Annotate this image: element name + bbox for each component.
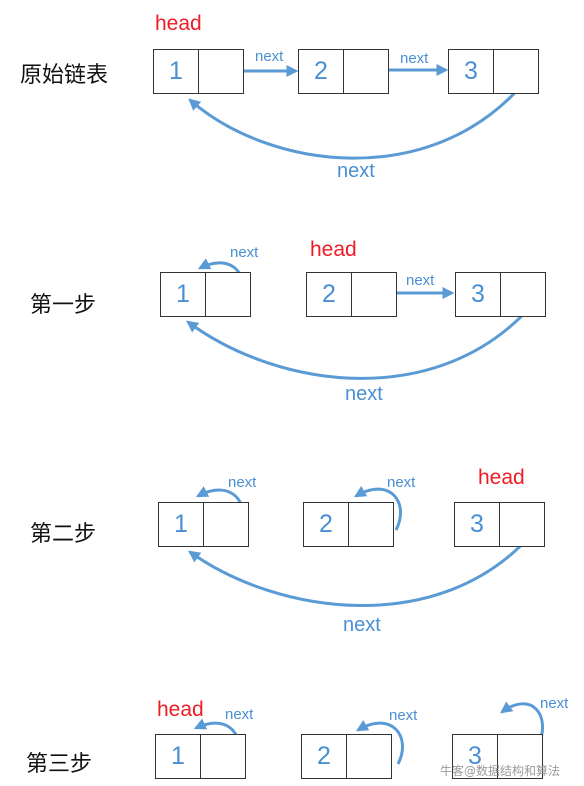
next-label-self-1: next (228, 474, 257, 491)
node-pointer (199, 50, 243, 93)
node-value: 1 (161, 273, 206, 316)
list-node-1: 1 (153, 49, 244, 94)
next-label-self-1: next (230, 244, 259, 261)
node-pointer (349, 503, 393, 546)
stage-label-step3: 第三步 (26, 752, 93, 777)
next-label-3-1: next (343, 614, 381, 636)
node-pointer (206, 273, 250, 316)
list-node-2: 2 (298, 49, 389, 94)
next-label-2-3: next (406, 272, 435, 289)
node-pointer (501, 273, 545, 316)
node-value: 3 (456, 273, 501, 316)
node-pointer (204, 503, 248, 546)
node-pointer (344, 50, 388, 93)
node-value: 3 (455, 503, 500, 546)
node-pointer (494, 50, 538, 93)
node-pointer (352, 273, 396, 316)
list-node-1: 1 (160, 272, 251, 317)
self-arrow-2 (353, 485, 402, 531)
list-node-3: 3 (454, 502, 545, 547)
node-value: 2 (299, 50, 344, 93)
list-node-3: 3 (448, 49, 539, 94)
next-label-self-3: next (540, 695, 569, 712)
next-label-3-1: next (337, 160, 375, 182)
arrow-3-to-1 (188, 84, 524, 160)
node-value: 3 (449, 50, 494, 93)
node-pointer (201, 735, 245, 778)
node-value: 1 (159, 503, 204, 546)
list-node-3: 3 (452, 734, 543, 779)
next-label-1-2: next (255, 48, 284, 65)
next-label-self-1: next (225, 706, 254, 723)
head-label: head (155, 12, 202, 35)
node-pointer (347, 735, 391, 778)
node-value: 2 (302, 735, 347, 778)
stage-label-step2: 第二步 (30, 522, 97, 547)
next-label-2-3: next (400, 50, 429, 67)
list-node-2: 2 (306, 272, 397, 317)
node-value: 2 (304, 503, 349, 546)
stage-label-original: 原始链表 (20, 63, 109, 88)
list-node-1: 1 (155, 734, 246, 779)
arrow-3-to-1 (186, 304, 534, 380)
list-node-3: 3 (455, 272, 546, 317)
node-value: 3 (453, 735, 498, 778)
arrow-3-to-1 (188, 534, 532, 607)
node-value: 2 (307, 273, 352, 316)
head-label: head (310, 238, 357, 261)
head-label: head (157, 698, 204, 721)
watermark: 牛客@数据结构和算法 (440, 764, 561, 778)
node-pointer (500, 503, 544, 546)
self-arrow-2 (355, 719, 404, 765)
list-node-2: 2 (301, 734, 392, 779)
node-value: 1 (156, 735, 201, 778)
next-label-self-2: next (387, 474, 416, 491)
list-node-1: 1 (158, 502, 249, 547)
head-label: head (478, 466, 525, 489)
stage-label-step1: 第一步 (30, 293, 97, 318)
next-label-3-1: next (345, 383, 383, 405)
next-label-self-2: next (389, 707, 418, 724)
list-node-2: 2 (303, 502, 394, 547)
node-value: 1 (154, 50, 199, 93)
